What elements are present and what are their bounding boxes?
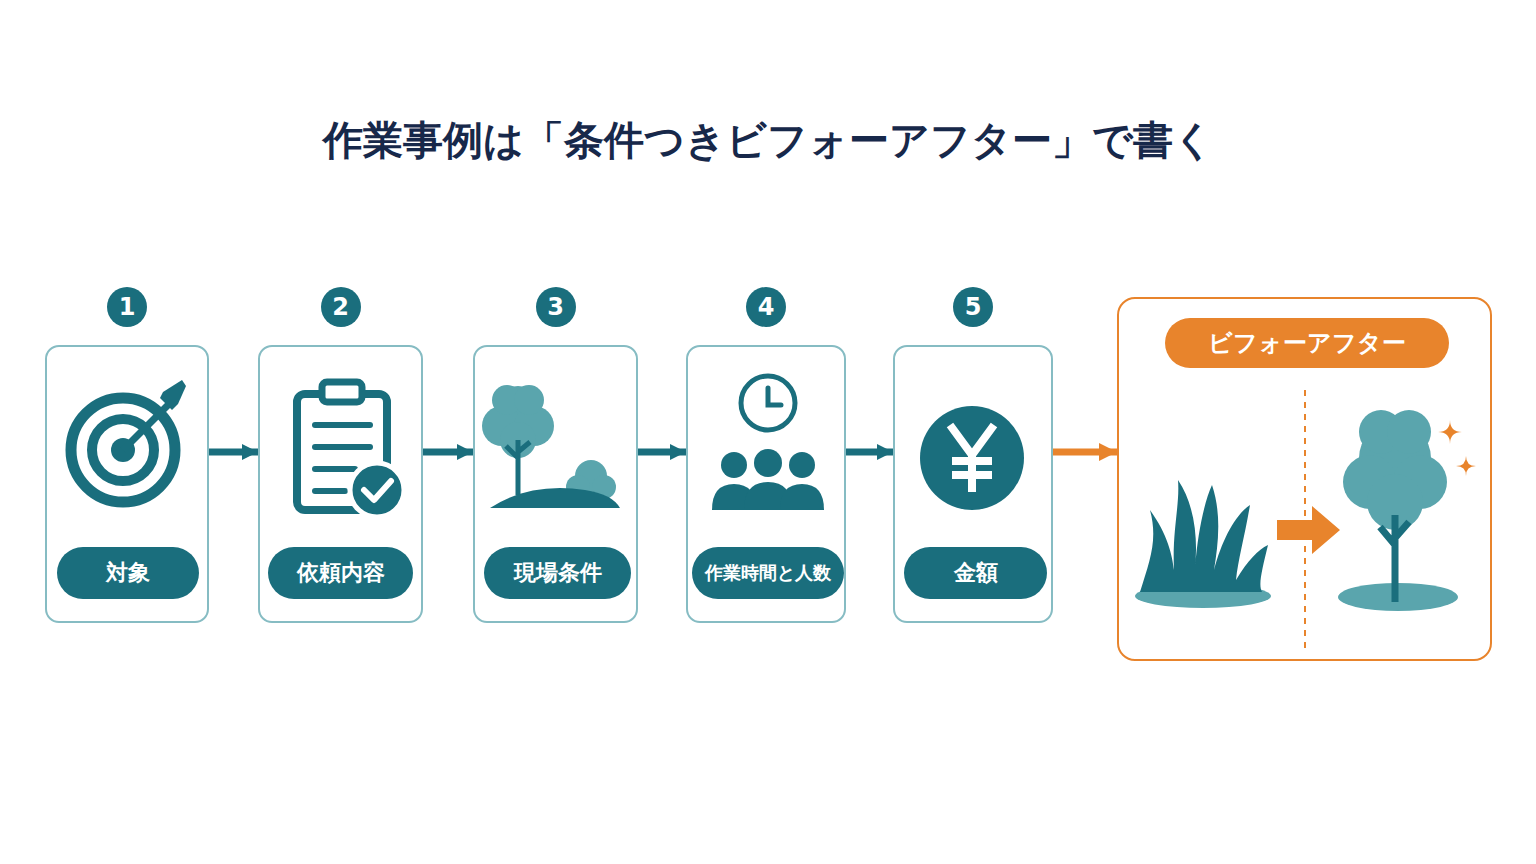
step-box: 2依頼内容 — [258, 345, 423, 623]
flow-arrow — [209, 449, 258, 456]
step-box: 1対象 — [45, 345, 209, 623]
flow-arrow — [423, 449, 473, 456]
step-label: 作業時間と人数 — [692, 547, 844, 599]
flow-arrow — [846, 449, 893, 456]
yen-icon — [920, 406, 1024, 510]
target-icon — [71, 380, 186, 502]
step-number: 4 — [746, 287, 786, 327]
flow-arrow — [1053, 449, 1117, 456]
flow-arrow — [638, 449, 686, 456]
time-people-icon — [712, 376, 824, 510]
step-number: 5 — [953, 287, 993, 327]
step-number: 3 — [536, 287, 576, 327]
step-number: 1 — [107, 287, 147, 327]
clipboard-icon — [297, 382, 404, 517]
step-box: 3現場条件 — [473, 345, 638, 623]
site-trees-icon — [482, 385, 620, 508]
step-box: 4作業時間と人数 — [686, 345, 846, 623]
step-label: 依頼内容 — [268, 547, 413, 599]
diagram-title: 作業事例は「条件つきビフォーアフター」で書く — [0, 110, 1536, 170]
before-after-illustration — [1135, 390, 1476, 652]
step-label: ビフォーアフター — [1165, 318, 1449, 368]
step-number: 2 — [321, 287, 361, 327]
step-label: 金額 — [904, 547, 1047, 599]
before-after-box: ビフォーアフター — [1117, 297, 1492, 661]
step-label: 現場条件 — [484, 547, 631, 599]
step-label: 対象 — [57, 547, 199, 599]
step-box: 5金額 — [893, 345, 1053, 623]
